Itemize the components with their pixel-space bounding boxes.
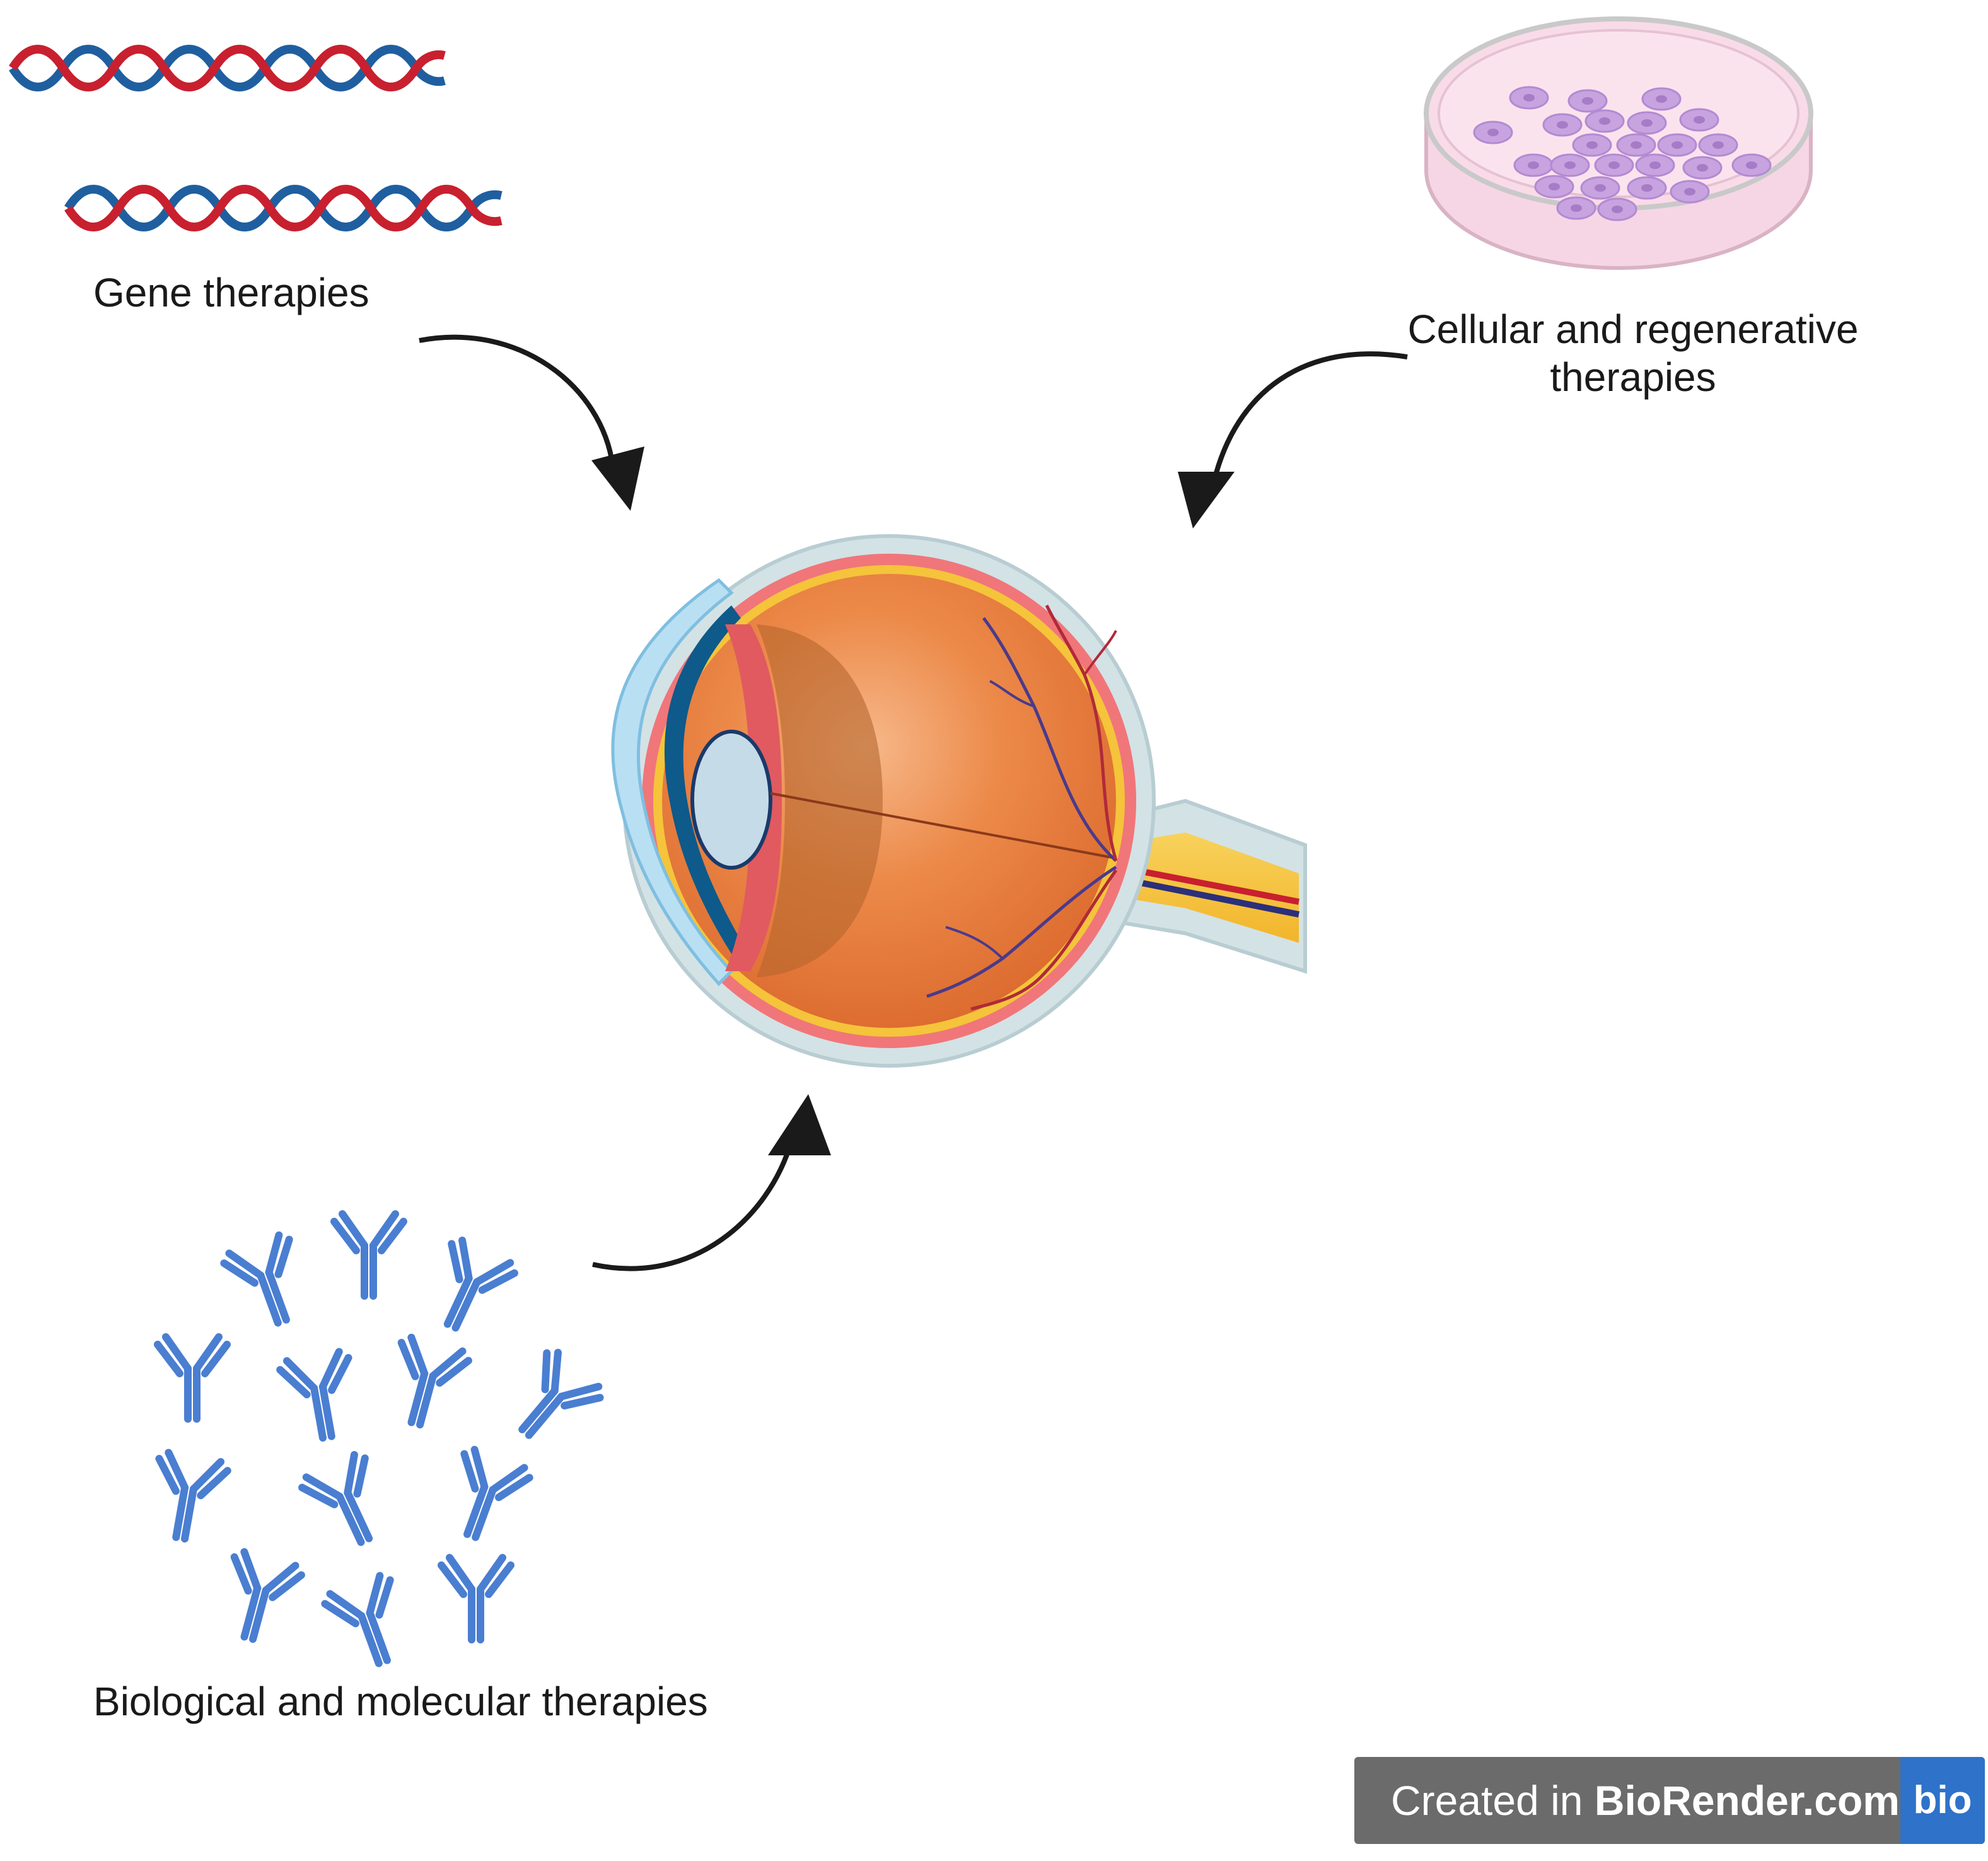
badge-prefix: Created in [1391,1777,1595,1824]
cell-nucleus [1641,184,1653,192]
cell-nucleus [1656,95,1667,103]
antibody-icon [438,1554,514,1643]
cell-nucleus [1595,184,1606,192]
badge-brand: BioRender.com [1594,1777,1900,1824]
dna-helix-icon [9,45,446,91]
antibody-group [154,1210,604,1667]
antibody-icon [518,1348,604,1439]
curved-arrow-icon [592,1094,831,1271]
antibody-icon [298,1450,373,1546]
biorender-badge[interactable]: Created in BioRender.com bio [1354,1757,1985,1844]
antibody-icon [276,1348,352,1442]
cell-nucleus [1671,141,1683,149]
antibody-icon [443,1236,518,1332]
cell-nucleus [1549,183,1560,190]
antibody-icon [155,1449,231,1543]
antibody-icon [321,1572,394,1667]
cell-nucleus [1528,161,1539,169]
cell-nucleus [1631,141,1642,149]
antibody-icon [230,1548,305,1643]
dna-helix-icon [64,185,503,231]
curved-arrow-icon [419,334,644,511]
cell-nucleus [1697,164,1708,172]
badge-text: Created in BioRender.com [1391,1757,1900,1844]
eye-anatomy-icon [611,534,1307,1068]
cell-nucleus [1649,161,1661,169]
cell-nucleus [1523,94,1535,102]
cell-nucleus [1694,116,1705,124]
biological-therapies-label: Biological and molecular therapies [93,1679,708,1724]
cell-nucleus [1608,161,1620,169]
cell-nucleus [1582,97,1593,105]
cell-nucleus [1746,161,1757,169]
cell-nucleus [1641,119,1653,127]
cell-nucleus [1571,204,1582,212]
antibody-icon [397,1333,472,1429]
cell-nucleus [1712,141,1724,149]
antibody-icon [220,1231,293,1327]
antibody-icon [154,1333,231,1423]
cell-nucleus [1564,161,1576,169]
cell-nucleus [1586,141,1598,149]
gene-therapies-label: Gene therapies [93,270,369,315]
petri-dish-icon [1424,16,1813,270]
curved-arrow-icon [1178,351,1408,528]
cell-nucleus [1684,188,1695,195]
cell-nucleus [1557,121,1568,129]
antibody-icon [330,1210,407,1300]
cellular-therapies-label: Cellular and regenerative therapies [1407,306,1859,400]
cell-nucleus [1612,206,1623,213]
cell-nucleus [1487,129,1499,136]
cell-nucleus [1599,117,1610,125]
antibody-icon [460,1445,533,1541]
biorender-logo-icon: bio [1900,1757,1985,1844]
